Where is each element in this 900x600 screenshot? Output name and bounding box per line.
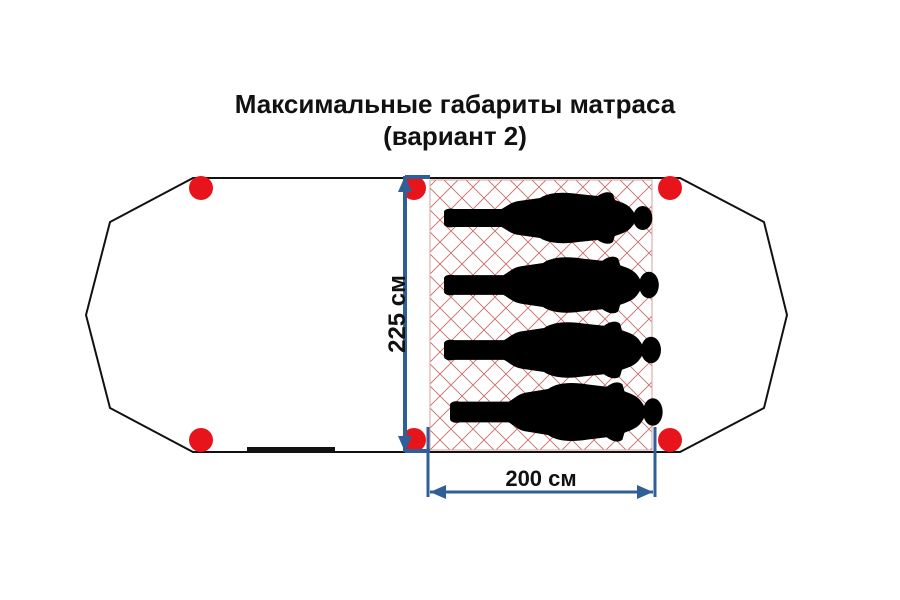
- pole-marker-icon: [658, 176, 682, 200]
- pole-marker-icon: [658, 428, 682, 452]
- height-dimension-label: 225 см: [384, 275, 411, 353]
- height-dimension: [403, 175, 430, 453]
- title-line-1: Максимальные габариты матраса: [234, 89, 676, 119]
- arrow-down-icon: [398, 436, 412, 452]
- width-dimension-label: 200 см: [505, 466, 576, 491]
- pole-marker-icon: [189, 428, 213, 452]
- pole-marker-icon: [402, 428, 426, 452]
- arrow-left-icon: [430, 485, 446, 499]
- diagram-title: Максимальные габариты матраса (вариант 2…: [0, 88, 900, 152]
- pole-marker-icon: [189, 176, 213, 200]
- arrow-right-icon: [637, 485, 653, 499]
- pole-marker-icon: [402, 176, 426, 200]
- tent-floor-outline: [84, 177, 789, 453]
- door-zipper-bar: [247, 447, 335, 453]
- width-dimension: [426, 427, 657, 497]
- arrow-up-icon: [398, 176, 412, 192]
- title-line-2: (вариант 2): [383, 121, 527, 151]
